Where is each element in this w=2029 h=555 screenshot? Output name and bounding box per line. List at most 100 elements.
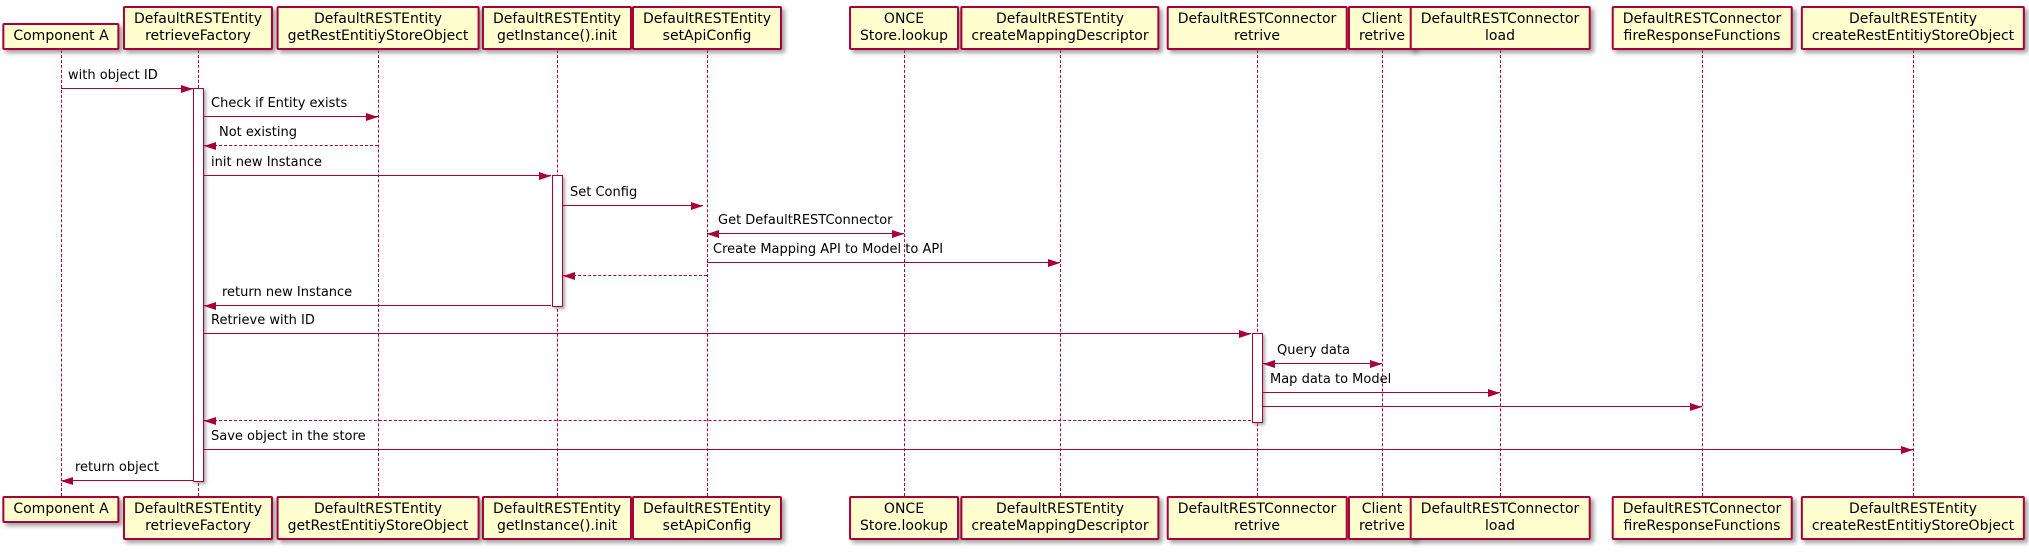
participant-label: fireResponseFunctions [1623, 28, 1781, 44]
participant-label: retrive [1358, 518, 1406, 534]
message-5-label: Set Config [570, 185, 638, 200]
message-3-label: Not existing [219, 125, 297, 140]
message-9-arrowhead-left-icon [204, 302, 216, 310]
participant-top-component-a: Component A [2, 23, 120, 50]
participant-label: createMappingDescriptor [971, 518, 1149, 534]
participant-label: load [1485, 518, 1515, 534]
message-10-line [204, 333, 1251, 334]
participant-label: retrive [1358, 28, 1406, 44]
participant-label: retrive [1233, 28, 1281, 44]
lifeline-create-mapping-descriptor [1060, 50, 1061, 496]
message-6-arrowhead-right-icon [892, 230, 904, 238]
lifeline-component-a [61, 50, 62, 496]
message-8-arrowhead-left-icon [563, 272, 575, 280]
message-16-arrowhead-left-icon [61, 477, 73, 485]
message-10-label: Retrieve with ID [211, 313, 315, 328]
participant-label: getRestEntitiyStoreObject [287, 28, 469, 44]
activation-connector-retrive [1252, 333, 1263, 423]
participant-label: retrieveFactory [145, 28, 251, 44]
message-10-arrowhead-right-icon [1239, 330, 1251, 338]
message-16-line [61, 480, 193, 481]
participant-label: retrive [1233, 518, 1281, 534]
participant-label: DefaultRESTConnector [1177, 11, 1337, 27]
participant-label: Store.lookup [860, 28, 948, 44]
participant-label: Client [1361, 11, 1403, 27]
message-4-label: init new Instance [211, 155, 322, 170]
participant-label: DefaultRESTConnector [1622, 11, 1782, 27]
participant-label: Component A [13, 501, 109, 517]
lifeline-connector-load [1500, 50, 1501, 496]
message-2-label: Check if Entity exists [211, 96, 348, 111]
lifeline-set-api-config [707, 50, 708, 496]
message-5-arrowhead-right-icon [691, 202, 703, 210]
message-7-label: Create Mapping API to Model to API [713, 242, 944, 257]
message-3-arrowhead-left-icon [204, 142, 216, 150]
message-4-line [204, 175, 551, 176]
participant-label: DefaultRESTEntity [1848, 11, 1978, 27]
message-6-arrowhead-left-icon [707, 230, 719, 238]
participant-label: Component A [13, 28, 109, 44]
message-1-line [61, 88, 193, 89]
message-9-line [204, 305, 551, 306]
lifeline-client-retrive [1382, 50, 1383, 496]
participant-label: getRestEntitiyStoreObject [287, 518, 469, 534]
message-15-line [204, 449, 1913, 450]
participant-label: DefaultRESTConnector [1420, 11, 1580, 27]
message-8-line [563, 275, 707, 276]
participant-label: DefaultRESTEntity [313, 11, 443, 27]
participant-label: createRestEntitiyStoreObject [1811, 28, 2015, 44]
participant-label: DefaultRESTEntity [133, 501, 263, 517]
message-12-label: Map data to Model [1270, 372, 1392, 387]
participant-label: retrieveFactory [145, 518, 251, 534]
message-7-arrowhead-right-icon [1048, 259, 1060, 267]
activation-retrieve-factory [193, 88, 204, 482]
participant-label: DefaultRESTConnector [1177, 501, 1337, 517]
message-12-arrowhead-right-icon [1488, 389, 1500, 397]
message-6-line [707, 233, 904, 234]
participant-label: fireResponseFunctions [1623, 518, 1781, 534]
message-12-line [1263, 392, 1500, 393]
participant-label: DefaultRESTEntity [642, 501, 772, 517]
message-1-arrowhead-right-icon [181, 85, 193, 93]
message-11-label: Query data [1277, 343, 1350, 358]
participant-label: ONCE [883, 11, 925, 27]
participant-label: DefaultRESTConnector [1622, 501, 1782, 517]
message-6-label: Get DefaultRESTConnector [718, 213, 893, 228]
message-1-label: with object ID [68, 68, 158, 83]
participant-label: getInstance().init [496, 518, 618, 534]
message-14-line [204, 420, 1251, 421]
message-7-line [707, 262, 1060, 263]
message-14-arrowhead-left-icon [204, 417, 216, 425]
lifeline-once-store-lookup [904, 50, 905, 496]
participant-label: load [1485, 28, 1515, 44]
participant-label: DefaultRESTEntity [995, 11, 1125, 27]
participant-label: DefaultRESTEntity [1848, 501, 1978, 517]
participant-label: Store.lookup [860, 518, 948, 534]
message-13-arrowhead-right-icon [1690, 403, 1702, 411]
lifeline-get-rest-entitiy-store-object [378, 50, 379, 496]
message-4-arrowhead-right-icon [539, 172, 551, 180]
activation-get-instance-init [552, 175, 563, 307]
participant-label: DefaultRESTEntity [642, 11, 772, 27]
message-2-arrowhead-right-icon [366, 113, 378, 121]
message-13-line [1263, 406, 1702, 407]
participant-bottom-component-a: Component A [2, 496, 120, 523]
